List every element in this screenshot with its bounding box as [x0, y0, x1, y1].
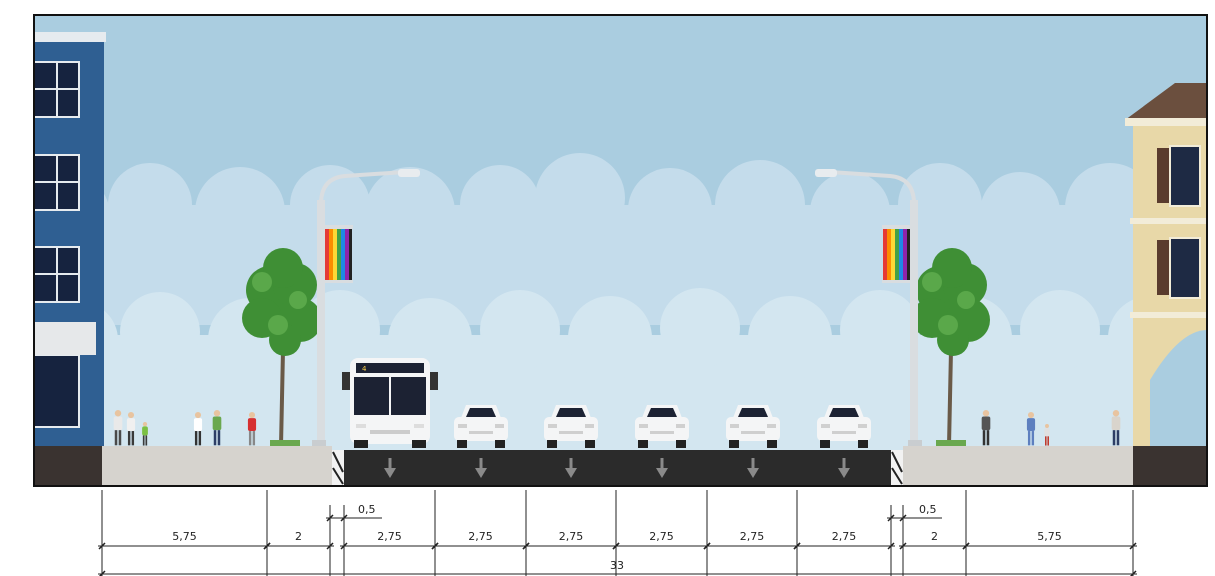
- dimension-label-lane-3: 2,75: [559, 530, 584, 543]
- right-tree: [912, 248, 990, 447]
- right-street-lamp: [815, 169, 922, 446]
- pedestrian: [1111, 410, 1121, 446]
- scene-illustration: 4: [34, 15, 1207, 486]
- dimension-label-left-planting-strip: 2: [295, 530, 302, 543]
- down-arrow-icon: [656, 458, 668, 478]
- scene-frame: [33, 14, 1208, 487]
- bus-route-number: 4: [362, 365, 367, 373]
- pedestrians: [113, 410, 1121, 446]
- dimension-label-right-sidewalk: 5,75: [1037, 530, 1062, 543]
- right-building-base: [1133, 446, 1207, 486]
- dimension-label-right-curb-buffer: 0,5: [919, 503, 937, 516]
- car: [544, 405, 598, 448]
- car: [726, 405, 780, 448]
- dimension-label-lane-5: 2,75: [740, 530, 765, 543]
- left-building: [34, 32, 106, 446]
- dimension-label-right-planting-strip: 2: [931, 530, 938, 543]
- dimension-label-left-curb-buffer: 0,5: [358, 503, 376, 516]
- left-street-lamp: [312, 169, 420, 446]
- bus: 4: [342, 358, 438, 448]
- pedestrian: [1026, 412, 1036, 446]
- car: [454, 405, 508, 448]
- down-arrow-icon: [838, 458, 850, 478]
- left-tree: [242, 248, 322, 447]
- pedestrian: [981, 410, 991, 446]
- right-sidewalk-surface: [903, 446, 1133, 486]
- left-sidewalk-surface: [102, 446, 332, 486]
- pedestrian: [142, 422, 148, 446]
- lane-arrows: [384, 458, 850, 478]
- pedestrian: [212, 410, 222, 446]
- dimension-label-total: 33: [610, 559, 624, 572]
- cars: [454, 405, 871, 448]
- dimension-label-bus-lane: 2,75: [377, 530, 402, 543]
- car: [817, 405, 871, 448]
- roadway: [344, 450, 891, 486]
- pedestrian: [1044, 424, 1050, 446]
- dimension-label-lane-4: 2,75: [649, 530, 674, 543]
- down-arrow-icon: [475, 458, 487, 478]
- car: [635, 405, 689, 448]
- left-curb: [332, 450, 344, 486]
- pedestrian: [193, 412, 203, 446]
- dimension-label-lane-6: 2,75: [832, 530, 857, 543]
- down-arrow-icon: [384, 458, 396, 478]
- down-arrow-icon: [747, 458, 759, 478]
- right-building: [1125, 83, 1207, 446]
- pedestrian: [113, 410, 123, 446]
- right-curb: [891, 450, 903, 486]
- dimension-label-lane-2: 2,75: [468, 530, 493, 543]
- left-rainbow-banner: [317, 225, 353, 283]
- dimension-lines: 5,75 2 0,5 2,75 2,75 2,75 2,75 2,75 2,75 0,5 2 5,75…: [98, 490, 1137, 576]
- right-rainbow-banner: [882, 225, 918, 283]
- left-building-base: [34, 446, 102, 486]
- down-arrow-icon: [565, 458, 577, 478]
- pedestrian: [247, 412, 257, 446]
- dimension-label-left-sidewalk: 5,75: [172, 530, 197, 543]
- pedestrian: [126, 412, 136, 446]
